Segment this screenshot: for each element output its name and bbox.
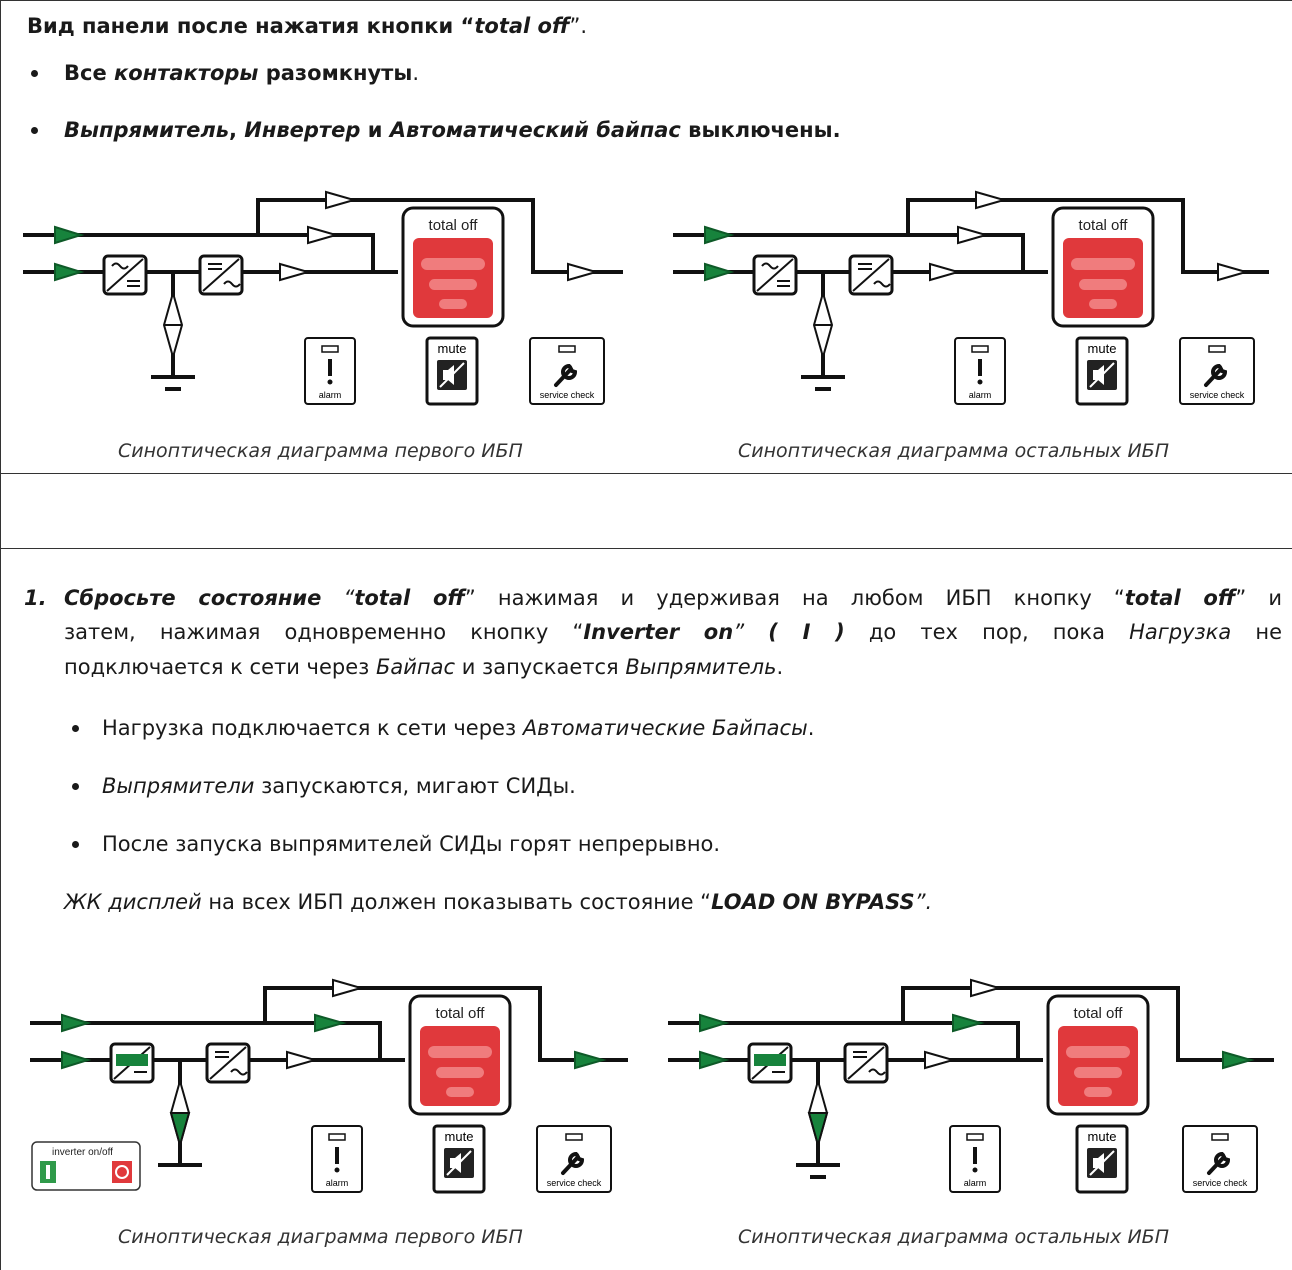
bullet-dot <box>72 725 79 732</box>
alarm-label: alarm <box>326 1178 349 1188</box>
bypass-arrow-green-icon <box>952 1013 985 1033</box>
bypass-arrow-green-icon <box>314 1013 347 1033</box>
maintenance-bypass-arrow-icon <box>325 190 358 210</box>
total-off-label: total off <box>1079 217 1129 234</box>
alarm-button[interactable]: alarm <box>304 337 356 405</box>
maintenance-bypass-arrow-icon <box>975 190 1008 210</box>
rectifier-icon <box>752 254 798 296</box>
service-check-label: service check <box>547 1178 602 1188</box>
bypass-arrow-icon <box>957 225 990 245</box>
input-arrow-green-icon <box>54 225 85 245</box>
inverter-icon <box>205 1042 251 1084</box>
input-arrow-green-icon <box>54 262 85 282</box>
wrench-icon <box>561 1151 585 1175</box>
step1-bullet-leds-steady: После запуска выпрямителей СИДы горят не… <box>102 832 721 856</box>
mute-label: mute <box>1088 341 1117 356</box>
step1-lcd-status: ЖК дисплей на всех ИБП должен показывать… <box>64 890 933 914</box>
mute-button[interactable]: mute <box>425 336 479 406</box>
caption-other-ups: Синоптическая диаграмма остальных ИБП <box>738 440 1169 462</box>
alarm-label: alarm <box>964 1178 987 1188</box>
alarm-button[interactable]: alarm <box>954 337 1006 405</box>
section1-bullet-contactors: Все контакторы разомкнуты. <box>64 61 420 85</box>
inverter-off-button[interactable] <box>112 1161 132 1183</box>
mute-label: mute <box>1088 1129 1117 1144</box>
alarm-button[interactable]: alarm <box>311 1125 363 1193</box>
inverter-icon <box>198 254 244 296</box>
inverter-onoff-panel: inverter on/off <box>31 1141 141 1191</box>
service-check-button[interactable]: service check <box>536 1125 612 1193</box>
alarm-label: alarm <box>319 390 342 400</box>
service-check-button[interactable]: service check <box>1179 337 1255 405</box>
mute-label: mute <box>445 1129 474 1144</box>
total-off-label: total off <box>429 217 479 234</box>
total-off-label: total off <box>1074 1005 1124 1022</box>
service-check-button[interactable]: service check <box>529 337 605 405</box>
synoptic-diagram-other-ups-off: total off alarm mute service check <box>673 190 1269 406</box>
section1-bullet-units-off: Выпрямитель, Инвертер и Автоматический б… <box>64 118 841 142</box>
bullet-dot <box>72 783 79 790</box>
wrench-icon <box>554 363 578 387</box>
bullet-dot <box>72 841 79 848</box>
step1-line1: Сбросьте состояние “total off” нажимая и… <box>64 586 1282 610</box>
rectifier-icon <box>747 1042 793 1084</box>
synoptic-diagram-other-ups-bypass: total off alarm mute service check <box>668 978 1274 1194</box>
total-off-label: total off <box>436 1005 486 1022</box>
wrench-icon <box>1204 363 1228 387</box>
maintenance-bypass-arrow-icon <box>332 978 365 998</box>
step1-line2: затем, нажимая одновременно кнопку “Inve… <box>64 620 1283 644</box>
maintenance-bypass-arrow-icon <box>970 978 1003 998</box>
service-check-label: service check <box>540 390 595 400</box>
output-arrow-icon <box>567 262 600 282</box>
inverter-onoff-label: inverter on/off <box>52 1147 113 1158</box>
step1-bullet-load-bypass: Нагрузка подключается к сети через Автом… <box>102 716 815 740</box>
service-check-label: service check <box>1190 390 1245 400</box>
alarm-label: alarm <box>969 390 992 400</box>
output-arrow-green-icon <box>1222 1050 1255 1070</box>
section1-heading: Вид панели после нажатия кнопки “total o… <box>27 14 588 38</box>
step-number: 1. <box>24 586 47 610</box>
inverter-arrow-icon <box>924 1050 957 1070</box>
input-arrow-green-icon <box>61 1050 92 1070</box>
synoptic-diagram-first-ups-off: total off alarm mute service check <box>23 190 623 406</box>
input-arrow-green-icon <box>699 1013 730 1033</box>
rectifier-icon <box>109 1042 155 1084</box>
input-arrow-green-icon <box>61 1013 92 1033</box>
output-arrow-icon <box>1217 262 1250 282</box>
service-check-button[interactable]: service check <box>1182 1125 1258 1193</box>
input-arrow-green-icon <box>704 225 735 245</box>
synoptic-diagram-first-ups-bypass: total off inverter on/off alarm mute ser… <box>30 978 628 1194</box>
wrench-icon <box>1207 1151 1231 1175</box>
inverter-arrow-icon <box>279 262 312 282</box>
alarm-button[interactable]: alarm <box>949 1125 1001 1193</box>
service-check-label: service check <box>1193 1178 1248 1188</box>
input-arrow-green-icon <box>704 262 735 282</box>
caption-first-ups: Синоптическая диаграмма первого ИБП <box>118 1226 523 1248</box>
inverter-arrow-icon <box>929 262 962 282</box>
inverter-arrow-icon <box>286 1050 319 1070</box>
rectifier-icon <box>102 254 148 296</box>
mute-button[interactable]: mute <box>432 1124 486 1194</box>
step1-line3: подключается к сети через Байпас и запус… <box>64 655 784 679</box>
mute-button[interactable]: mute <box>1075 336 1129 406</box>
caption-first-ups: Синоптическая диаграмма первого ИБП <box>118 440 523 462</box>
caption-other-ups: Синоптическая диаграмма остальных ИБП <box>738 1226 1169 1248</box>
bullet-dot <box>31 127 38 134</box>
bypass-arrow-icon <box>307 225 340 245</box>
inverter-icon <box>843 1042 889 1084</box>
mute-label: mute <box>438 341 467 356</box>
output-arrow-green-icon <box>574 1050 607 1070</box>
mute-button[interactable]: mute <box>1075 1124 1129 1194</box>
bullet-dot <box>31 70 38 77</box>
step1-bullet-rectifiers-start: Выпрямители запускаются, мигают СИДы. <box>102 774 576 798</box>
input-arrow-green-icon <box>699 1050 730 1070</box>
inverter-icon <box>848 254 894 296</box>
